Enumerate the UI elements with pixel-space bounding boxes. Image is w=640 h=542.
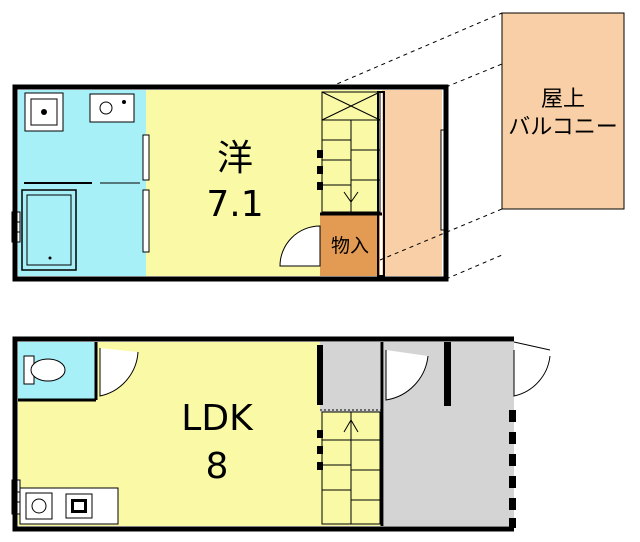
sink [24,92,64,132]
toilet-door [99,348,139,397]
entrance-door [385,350,429,401]
storage-closet [320,214,380,276]
garage-door [513,350,551,397]
roof-balcony [501,12,625,210]
entrance-hall [320,342,382,412]
first-floor: LDK 8 [11,336,551,532]
second-floor: 洋 7.1 物入 [11,84,449,282]
ldk-size: 8 [206,446,229,487]
storage-label: 物入 [331,235,369,257]
bathtub [21,189,77,271]
toilet [23,355,66,385]
balcony-2f [382,90,442,276]
ldk-name: LDK [181,398,254,439]
western-room-size: 7.1 [206,184,263,225]
roof-balcony-label-1: 屋上 [541,87,585,112]
storage-door [279,225,321,267]
roof-balcony-group: 屋上 バルコニー [329,12,625,280]
stair-area-2f [320,90,380,214]
roof-balcony-label-2: バルコニー [508,115,618,140]
washing-machine [89,93,135,123]
western-room-name: 洋 [217,138,253,179]
kitchen-counter [19,487,119,525]
